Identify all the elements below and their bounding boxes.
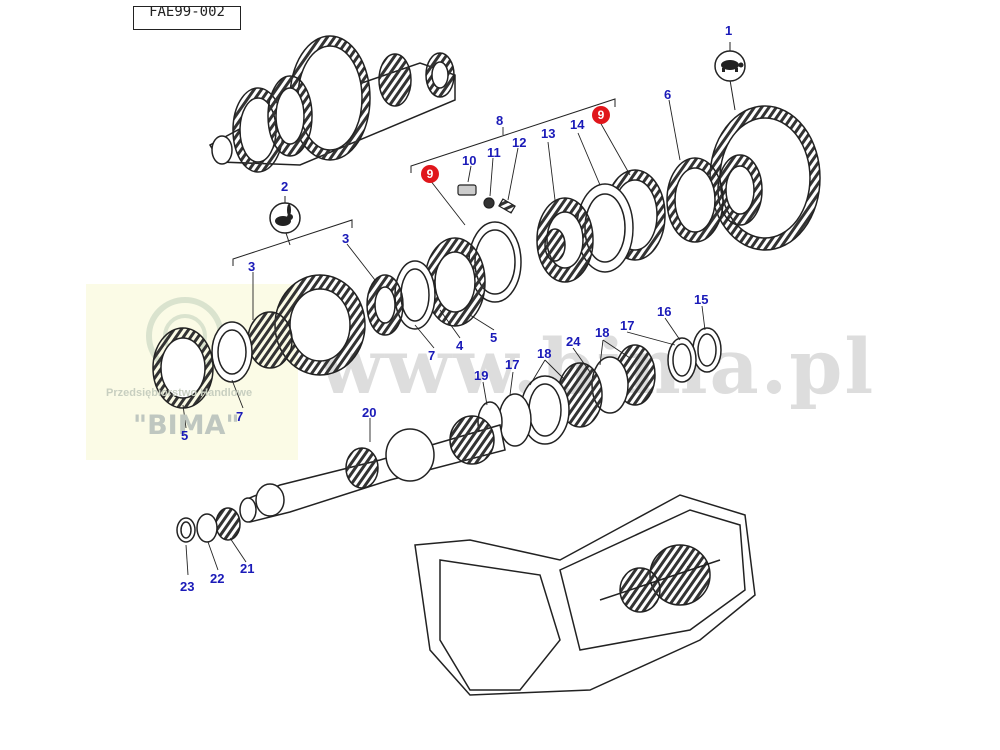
gearbox-housing-illustration [414, 494, 756, 696]
callout-5[interactable]: 5 [181, 428, 189, 443]
logo-company-text: Przedsiębiorstwo Handlowe [106, 387, 253, 399]
callout-24[interactable]: 24 [566, 334, 581, 349]
callout-11[interactable]: 11 [487, 145, 501, 160]
rabbit-icon [269, 202, 301, 234]
callout-19[interactable]: 19 [474, 368, 489, 383]
callout-16[interactable]: 16 [657, 304, 672, 319]
callout-7[interactable]: 7 [236, 409, 244, 424]
main-shaft [239, 415, 506, 523]
turtle-icon [714, 50, 746, 82]
drawing-reference: FAE99-002 [133, 6, 241, 30]
callout-12[interactable]: 12 [512, 135, 527, 150]
callout-3[interactable]: 3 [342, 231, 350, 246]
middle-gear-row [152, 237, 486, 409]
callout-4[interactable]: 4 [456, 338, 464, 353]
callout-15[interactable]: 15 [694, 292, 709, 307]
callout-21[interactable]: 21 [240, 561, 255, 576]
callout-3[interactable]: 3 [248, 259, 256, 274]
callout-13[interactable]: 13 [541, 126, 556, 141]
callout-14[interactable]: 14 [570, 117, 585, 132]
callout-17[interactable]: 17 [505, 357, 520, 372]
leader-lines [182, 99, 706, 576]
callout-9-highlighted[interactable]: 9 [592, 106, 610, 124]
callout-8[interactable]: 8 [496, 113, 504, 128]
detent-parts [457, 184, 516, 214]
lower-bearing-row [477, 327, 722, 447]
callout-7[interactable]: 7 [428, 348, 436, 363]
callout-6[interactable]: 6 [664, 87, 672, 102]
callout-20[interactable]: 20 [362, 405, 377, 420]
callout-22[interactable]: 22 [210, 571, 225, 586]
bracket-lines [232, 42, 736, 266]
assembled-shaft-illustration [208, 35, 456, 173]
callout-10[interactable]: 10 [462, 153, 477, 168]
large-gear [666, 105, 821, 251]
shaft-end-parts [176, 507, 241, 543]
callout-2[interactable]: 2 [281, 179, 289, 194]
callout-18[interactable]: 18 [595, 325, 610, 340]
callout-1[interactable]: 1 [725, 23, 733, 38]
callout-9-highlighted[interactable]: 9 [421, 165, 439, 183]
callout-18[interactable]: 18 [537, 346, 552, 361]
callout-5[interactable]: 5 [490, 330, 498, 345]
callout-23[interactable]: 23 [180, 579, 195, 594]
logo-name: "BIMA" [133, 410, 240, 441]
synchronizer-assembly [468, 169, 666, 303]
callout-17[interactable]: 17 [620, 318, 635, 333]
